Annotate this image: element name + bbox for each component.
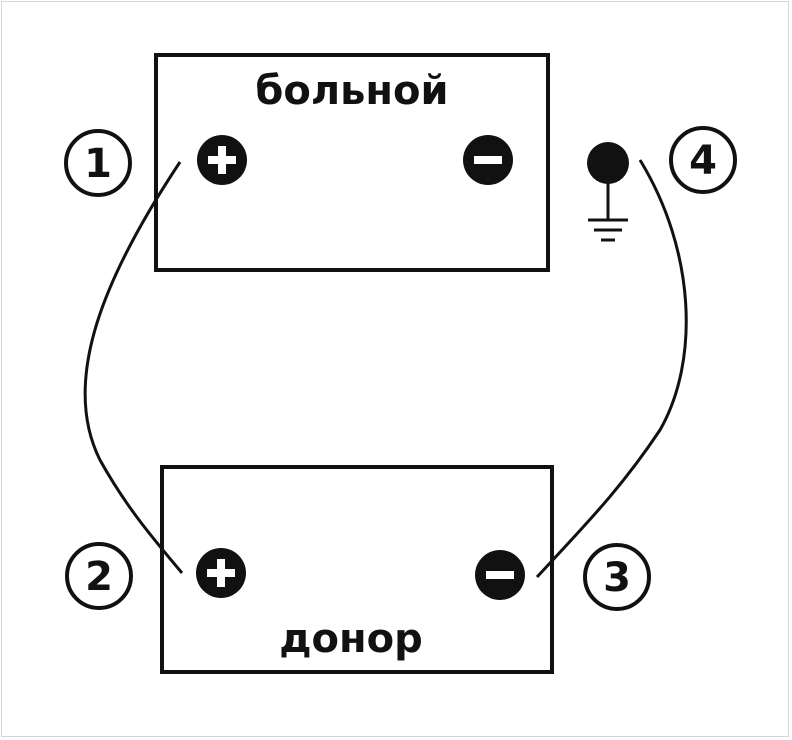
step-marker-1: 1 (64, 129, 132, 197)
patient-plus-terminal (197, 135, 247, 185)
donor-battery-label: донор (279, 616, 423, 662)
patient-battery (154, 53, 550, 272)
patient-minus-terminal (463, 135, 513, 185)
donor-battery (160, 465, 554, 674)
step-marker-2: 2 (65, 542, 133, 610)
svg-text:3: 3 (603, 555, 631, 601)
negative-cable (535, 159, 688, 579)
donor-minus-terminal (475, 550, 525, 600)
svg-text:1: 1 (84, 141, 112, 187)
donor-plus-terminal (196, 548, 246, 598)
step-marker-3: 3 (583, 543, 651, 611)
step-marker-4: 4 (669, 126, 737, 194)
svg-text:2: 2 (85, 554, 113, 600)
positive-cable (83, 161, 184, 574)
ground-icon (587, 142, 629, 242)
svg-text:4: 4 (689, 138, 717, 184)
patient-battery-label: больной (255, 68, 448, 114)
